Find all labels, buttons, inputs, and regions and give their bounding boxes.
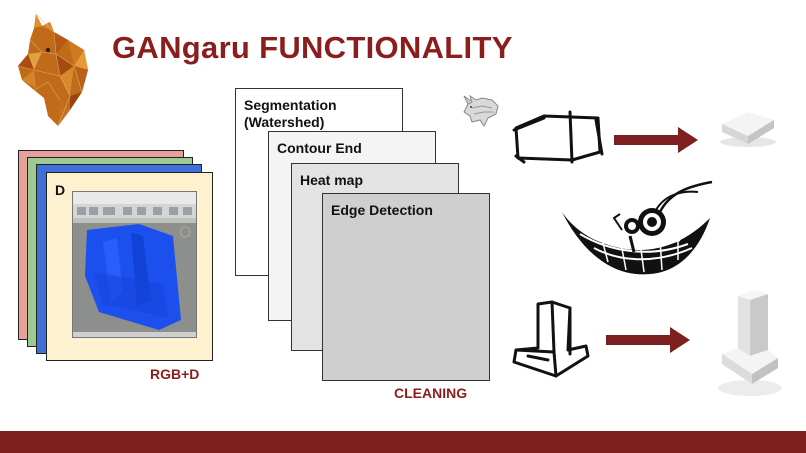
arrow-right-icon	[606, 327, 690, 353]
input-caption: RGB+D	[150, 366, 200, 382]
depth-screenshot-image	[72, 191, 197, 338]
depth-render-graphic	[73, 192, 196, 337]
grasshopper-hammock-icon	[562, 180, 713, 275]
rhino-icon	[463, 94, 499, 127]
step-label: Heat map	[300, 172, 364, 188]
layer-label-d: D	[55, 182, 66, 198]
step-label: Segmentation (Watershed)	[244, 97, 337, 130]
footer-bar	[0, 431, 806, 453]
rendered-l-shape-icon	[718, 290, 782, 396]
box-sketch-icon	[512, 110, 604, 164]
rendered-box-icon	[720, 112, 776, 147]
step-label: Contour End	[277, 140, 362, 156]
page-title: GANgaru FUNCTIONALITY	[112, 30, 513, 65]
arrow-right-icon	[614, 127, 698, 153]
step-label: Edge Detection	[331, 202, 433, 218]
l-shape-sketch-icon	[512, 300, 590, 378]
step-edge-detection: Edge Detection	[322, 193, 490, 381]
kangaroo-logo-icon	[17, 13, 88, 127]
pipeline-caption: CLEANING	[394, 385, 468, 401]
